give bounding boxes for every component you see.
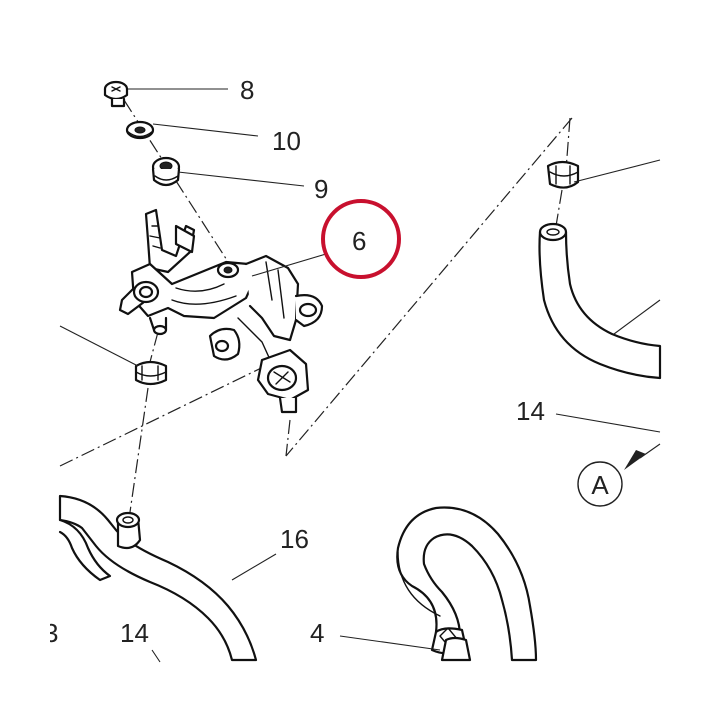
grommet-part — [151, 156, 181, 187]
right-clip-part — [546, 160, 580, 189]
centerline-right-clip — [555, 189, 563, 227]
callout-8: 8 — [240, 75, 254, 105]
view-arrow-head — [624, 450, 646, 470]
washer-part — [125, 120, 155, 140]
callout-14-right: 14 — [516, 396, 545, 426]
leader-14-bottom — [151, 649, 161, 663]
lower-left-hose-part — [58, 494, 258, 662]
leader-6 — [251, 253, 327, 277]
leader-9 — [177, 171, 305, 187]
leader-14-right — [555, 413, 661, 433]
callout-4: 4 — [310, 618, 324, 648]
leader-14-top-right — [573, 159, 661, 183]
view-marker-label: A — [591, 470, 609, 500]
callout-10: 10 — [272, 126, 301, 156]
view-marker: A — [577, 443, 661, 507]
callout-14-bottom: 14 — [120, 618, 149, 648]
leader-14-left — [59, 325, 139, 367]
centerline-lower-hose — [129, 387, 149, 513]
centerline-frame-left — [59, 353, 291, 467]
callout-partial-clip: 3 — [44, 618, 58, 648]
callout-16: 16 — [280, 524, 309, 554]
left-clip-part — [134, 360, 168, 386]
view-marker-circle — [577, 461, 623, 507]
callout-6-highlight-ring — [321, 199, 401, 279]
leader-lines — [59, 88, 661, 663]
leader-4 — [339, 635, 441, 651]
leader-10 — [152, 123, 259, 137]
bolt-part — [103, 80, 129, 108]
leader-16 — [231, 553, 277, 581]
callout-labels: 8 10 9 6 14 14 16 4 — [120, 75, 545, 648]
callout-9: 9 — [314, 174, 328, 204]
centerline-bottom-right — [285, 419, 291, 457]
callout-partial: 3 — [44, 618, 58, 648]
leader-right-hose — [613, 299, 661, 335]
bracket-assembly-part — [118, 208, 324, 414]
callout-6: 6 — [352, 226, 366, 256]
centerline-frame-right — [285, 117, 573, 457]
right-hose-part — [538, 222, 662, 380]
bottom-center-hose-part — [396, 506, 538, 662]
centerline-left-vert — [149, 331, 159, 363]
